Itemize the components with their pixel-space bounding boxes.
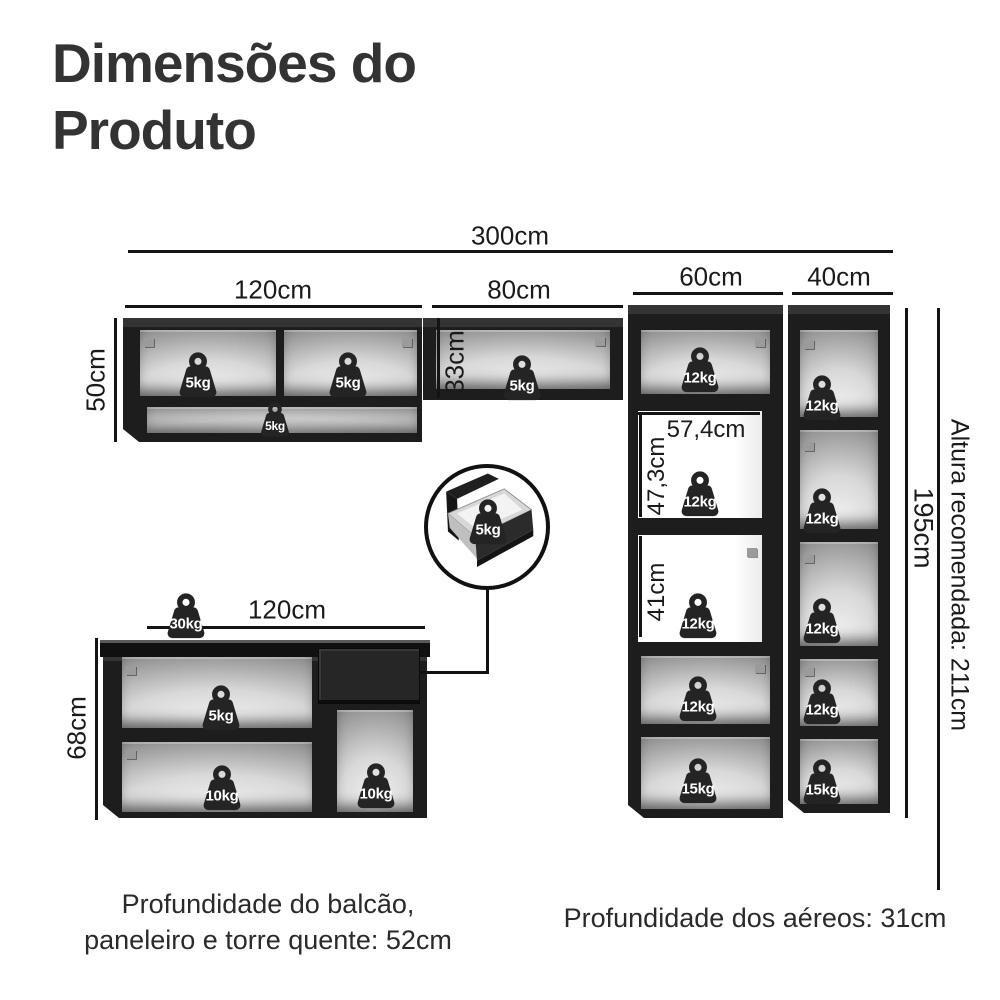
callout-line-horizontal bbox=[419, 671, 488, 674]
compartment-interior bbox=[641, 737, 770, 809]
dim-label-tower-width: 60cm bbox=[679, 261, 743, 292]
compartment-interior bbox=[337, 710, 413, 812]
compartment-interior bbox=[122, 742, 312, 812]
compartment-interior bbox=[800, 739, 878, 804]
dim-label-towers-height: 195cm bbox=[908, 487, 939, 569]
footnote-depth-wall: Profundidade dos aéreos: 31cm bbox=[563, 903, 947, 933]
weight-capacity-badge: 30kg bbox=[161, 592, 211, 640]
dim-line-niche1-height bbox=[639, 412, 642, 517]
compartment-interior bbox=[122, 657, 312, 728]
dim-label-aereo-left-height: 50cm bbox=[80, 348, 111, 412]
dim-label-balcao-width: 120cm bbox=[247, 594, 327, 625]
dim-label-side-tower-width: 40cm bbox=[807, 261, 871, 292]
dim-line-aereo-left-height bbox=[114, 318, 117, 442]
dim-label-niche-width: 57,4cm bbox=[666, 416, 746, 443]
drawer-front bbox=[318, 648, 420, 704]
dim-label-niche2-height: 41cm bbox=[643, 562, 670, 622]
footnote-depth-base-line1: Profundidade do balcão, bbox=[121, 889, 415, 919]
dim-line-aereo-mid-height bbox=[437, 318, 440, 398]
dim-label-aereo-mid-height: 33cm bbox=[439, 330, 470, 394]
dim-line-balcao-height bbox=[95, 638, 98, 820]
dim-line-aereo-left-width bbox=[125, 305, 422, 308]
dim-line-niche2-height bbox=[639, 536, 642, 637]
dim-line-niche-width bbox=[638, 412, 760, 415]
compartment-interior bbox=[641, 330, 770, 394]
footnote-depth-base-line2: paneleiro e torre quente: 52cm bbox=[84, 925, 452, 956]
compartment-interior bbox=[800, 330, 878, 417]
dim-line-balcao-width bbox=[147, 626, 425, 629]
open-drawer-illustration bbox=[446, 473, 534, 567]
dim-label-niche1-height: 47,3cm bbox=[643, 436, 670, 516]
dim-label-aereo-mid-width: 80cm bbox=[487, 274, 551, 305]
dim-line-recommended-height bbox=[937, 308, 940, 890]
weight-capacity-label: 30kg bbox=[169, 615, 203, 633]
drawer-callout-circle bbox=[424, 464, 550, 590]
compartment-interior bbox=[284, 330, 417, 396]
compartment-interior bbox=[800, 542, 878, 646]
footnote-depth-base: Profundidade do balcão, paneleiro e torr… bbox=[58, 886, 478, 959]
compartment-interior bbox=[800, 659, 878, 726]
compartment-interior bbox=[800, 430, 878, 529]
dim-line-total-width bbox=[128, 250, 893, 253]
dim-line-towers-height bbox=[905, 308, 908, 818]
dim-line-side-tower-width bbox=[792, 292, 893, 295]
dim-label-aereo-left-width: 120cm bbox=[233, 274, 313, 305]
dim-label-balcao-height: 68cm bbox=[61, 696, 92, 760]
dim-line-aereo-mid-width bbox=[432, 305, 623, 308]
compartment-interior bbox=[140, 330, 276, 396]
callout-line-vertical bbox=[486, 589, 489, 674]
page-title: Dimensões do Produto bbox=[52, 32, 417, 162]
compartment-interior bbox=[641, 656, 770, 724]
dim-line-tower-width bbox=[633, 292, 783, 295]
open-shelf-interior bbox=[147, 407, 417, 433]
dim-label-total-width: 300cm bbox=[470, 220, 550, 251]
dim-label-recommended-height: Altura recomendada: 211cm bbox=[945, 418, 974, 732]
